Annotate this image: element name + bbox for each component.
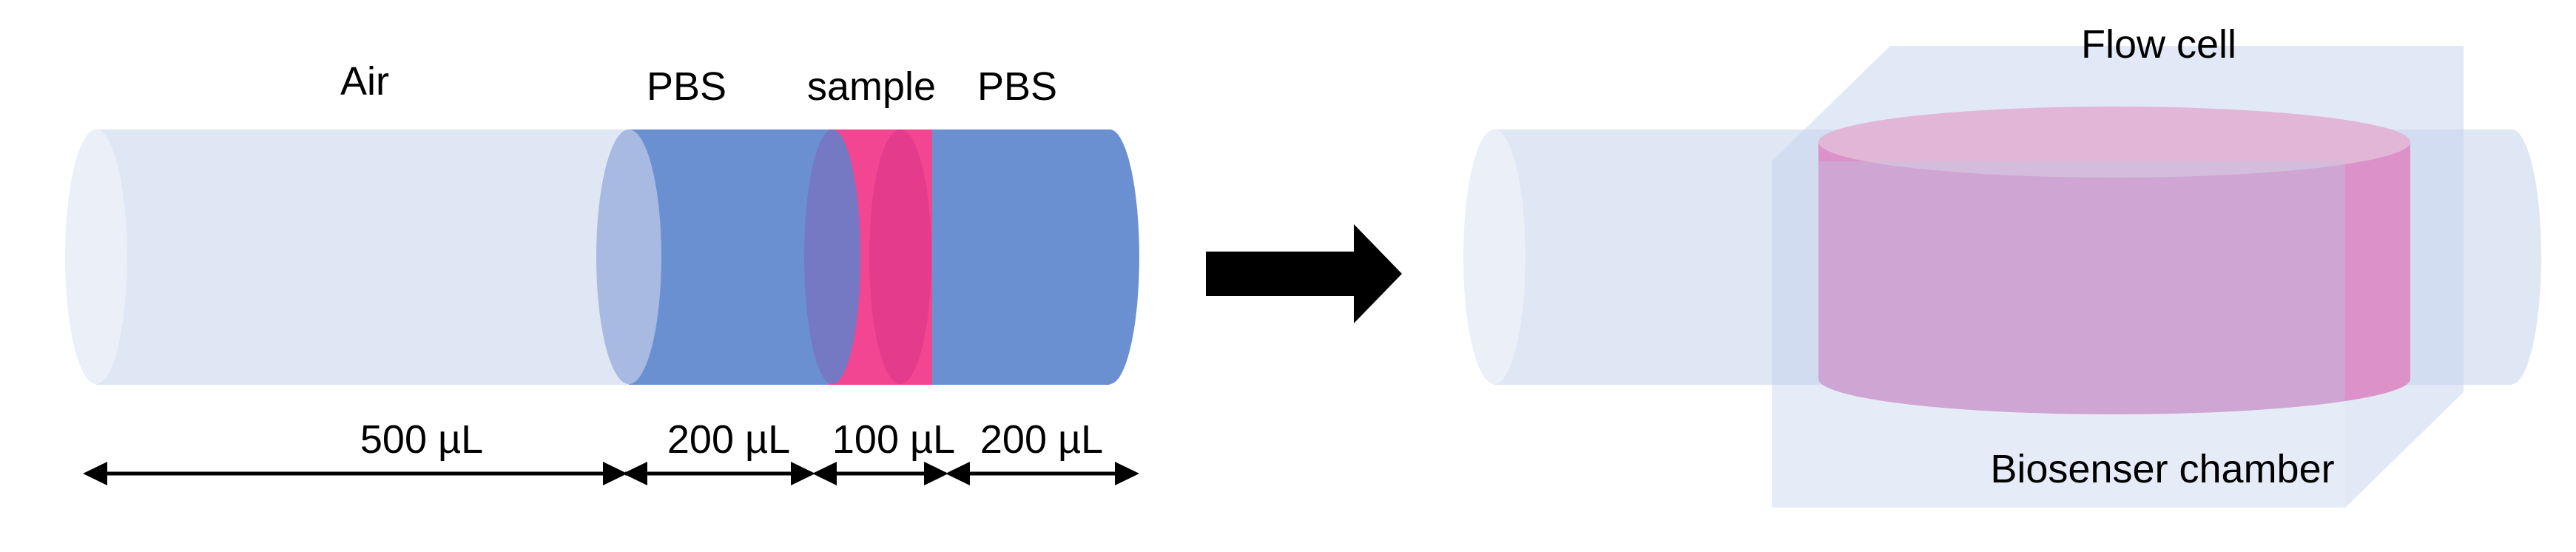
process-arrow — [1206, 224, 1402, 323]
air-segment — [96, 129, 644, 385]
flow-cell-title: Flow cell — [2081, 22, 2236, 67]
arrowhead-sample-right — [924, 462, 948, 485]
sample-left-cap — [804, 129, 860, 384]
pbs-left-cap — [596, 129, 661, 384]
flow-cell-group — [1463, 46, 2541, 508]
pbs-segment-1 — [629, 129, 829, 385]
pbs-right-end — [1080, 129, 1139, 384]
chamber-top — [1818, 107, 2410, 178]
pbs-label-2: PBS — [977, 64, 1057, 109]
air-left-cap — [65, 129, 127, 384]
arrowhead-air-right — [603, 462, 627, 485]
sample-right-cap — [869, 129, 931, 384]
arrowhead-pbs2-right — [1115, 462, 1139, 485]
flow-tube-right-cap — [2482, 129, 2541, 384]
air-volume-label: 500 µL — [360, 417, 483, 462]
biosensor-chamber-label: Biosenser chamber — [1990, 447, 2334, 491]
arrowhead-pbs2-left — [945, 462, 970, 485]
sample-label: sample — [807, 64, 936, 109]
chamber-bottom — [1818, 343, 2410, 414]
pbs-label-1: PBS — [647, 64, 726, 109]
air-label: Air — [340, 59, 389, 104]
sample-volume-label: 100 µL — [832, 417, 955, 462]
tube-group — [65, 129, 1139, 385]
pbs-segment-2 — [925, 129, 1110, 385]
chamber-body — [1818, 142, 2410, 379]
arrowhead-air-left — [83, 462, 107, 485]
flow-cell-front-face — [1772, 161, 2345, 508]
arrowhead-pbs1-right — [791, 462, 815, 485]
dimension-arrowheads — [83, 462, 1139, 485]
pbs1-volume-label: 200 µL — [667, 417, 790, 462]
pbs2-volume-label: 200 µL — [980, 417, 1103, 462]
flow-tube-left-cap — [1463, 129, 1525, 384]
arrowhead-sample-left — [812, 462, 837, 485]
arrowhead-pbs1-left — [623, 462, 647, 485]
